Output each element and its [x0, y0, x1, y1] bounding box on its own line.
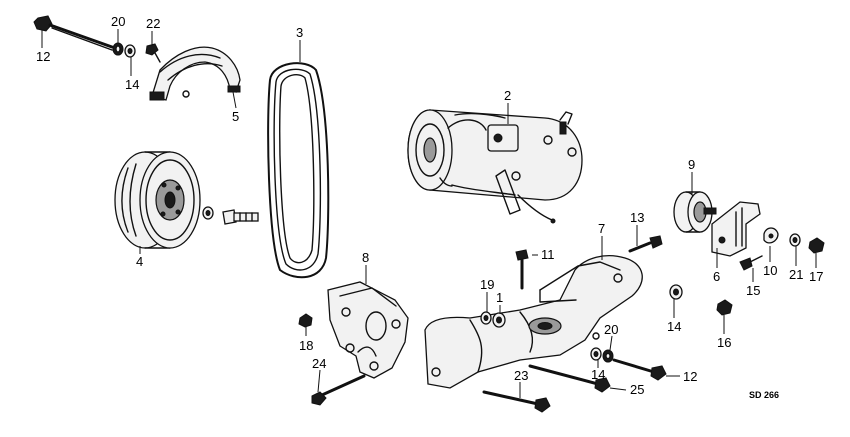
callout-labels: 12 20 14 22 5 3 4 2 9 7 13 11 8 19 1 14 …: [36, 14, 823, 400]
leader-lines: [41, 29, 817, 398]
mount-bracket-8: [327, 281, 409, 379]
callout-10: 10: [763, 263, 777, 278]
callout-22: 22: [146, 16, 160, 31]
bolt-13: [628, 235, 663, 253]
callout-15: 15: [746, 283, 760, 298]
v-belt-3: [267, 62, 330, 279]
idler-bracket-6: [711, 201, 761, 257]
callout-20-top: 20: [111, 14, 125, 29]
callout-23: 23: [514, 368, 528, 383]
callout-2: 2: [504, 88, 511, 103]
nut-16: [716, 299, 733, 316]
callout-14-bottom: 14: [591, 367, 605, 382]
callout-11: 11: [541, 247, 555, 262]
callout-5: 5: [232, 109, 239, 124]
idler-pulley-9: [673, 191, 717, 233]
bolt-15: [739, 255, 763, 271]
washer-14-right: [669, 284, 683, 300]
bolt-22: [145, 43, 161, 63]
callout-1: 1: [496, 290, 503, 305]
callout-25: 25: [630, 382, 644, 397]
callout-19: 19: [480, 277, 494, 292]
washer-20-top: [112, 42, 124, 56]
pulley-bolt: [222, 209, 259, 225]
washer-19: [480, 311, 492, 325]
callout-12-bottom: 12: [683, 369, 697, 384]
washer-14-top: [124, 44, 136, 58]
callout-17: 17: [809, 269, 823, 284]
washer-14-bottom: [590, 347, 602, 361]
nut-17: [808, 237, 825, 254]
callout-8: 8: [362, 250, 369, 265]
callout-16: 16: [717, 335, 731, 350]
long-bolt-12-top: [33, 15, 114, 51]
pulley-washer: [202, 206, 214, 220]
washer-20-bottom: [602, 349, 614, 363]
washer-1: [492, 312, 506, 328]
callout-24: 24: [312, 356, 326, 371]
belt-cover-5: [149, 46, 241, 101]
bolt-23: [482, 390, 551, 413]
ac-compressor-2: [407, 109, 583, 224]
long-bolt-25: [528, 364, 611, 393]
callout-3: 3: [296, 25, 303, 40]
clip-10: [763, 227, 779, 244]
bolt-24: [311, 374, 366, 406]
washer-21: [789, 233, 801, 247]
crank-pulley-4: [114, 151, 201, 249]
callout-14-top: 14: [125, 77, 139, 92]
long-bolt-12-bottom: [612, 358, 667, 381]
nut-18: [298, 313, 313, 328]
callout-13: 13: [630, 210, 644, 225]
callout-6: 6: [713, 269, 720, 284]
callout-4: 4: [136, 254, 143, 269]
callout-20-bottom: 20: [604, 322, 618, 337]
bolt-11: [515, 249, 529, 290]
callout-14-right: 14: [667, 319, 681, 334]
diagram-code: SD 266: [749, 390, 779, 400]
main-bracket-7: [424, 255, 643, 389]
callout-7: 7: [598, 221, 605, 236]
callout-21: 21: [789, 267, 803, 282]
callout-9: 9: [688, 157, 695, 172]
callout-12-top: 12: [36, 49, 50, 64]
callout-18: 18: [299, 338, 313, 353]
